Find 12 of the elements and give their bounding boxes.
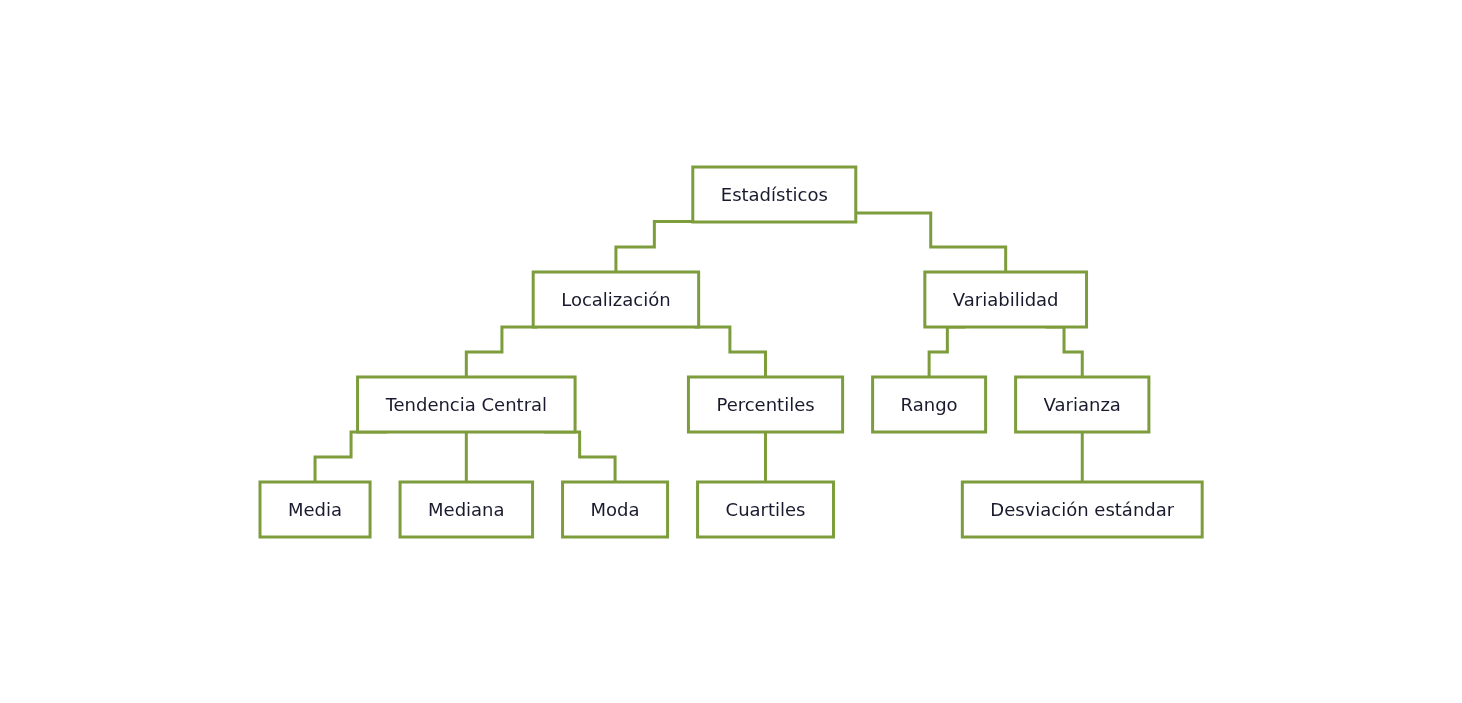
node-box: Varianza [1014, 375, 1151, 433]
node-box: Moda [560, 480, 669, 538]
node-box: Percentiles [686, 375, 844, 433]
node-box: Rango [871, 375, 987, 433]
node-box: Cuartiles [695, 480, 835, 538]
node-box: Localización [531, 270, 701, 328]
node-box: Desviación estándar [960, 480, 1204, 538]
node-box: Estadísticos [691, 165, 858, 223]
node-box: Mediana [398, 480, 534, 538]
node-box: Tendencia Central [355, 375, 577, 433]
node-box: Media [258, 480, 372, 538]
node-box: Variabilidad [923, 270, 1088, 328]
